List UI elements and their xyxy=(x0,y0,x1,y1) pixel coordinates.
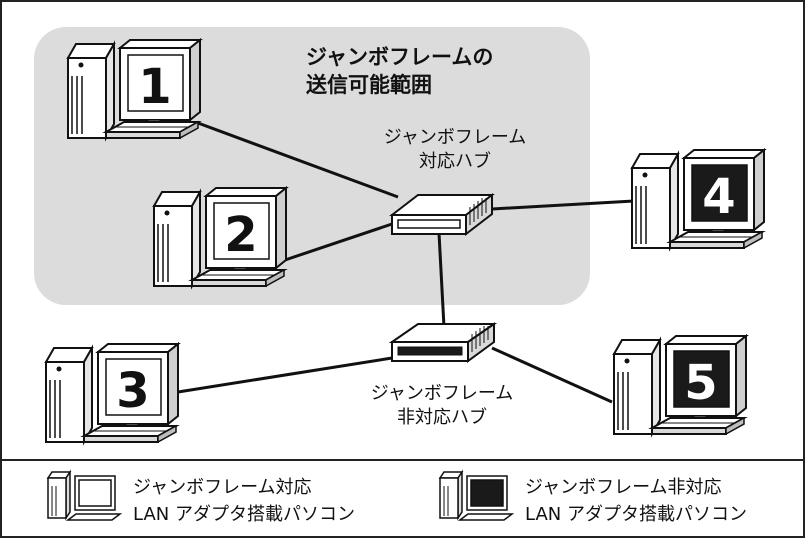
monitor-1: 1 xyxy=(117,37,203,129)
computer-number: 4 xyxy=(702,169,735,225)
jumbo-hub-label-line1: ジャンボフレーム xyxy=(384,127,527,148)
computer-4: 4 xyxy=(631,147,767,249)
computer-number: 2 xyxy=(224,207,257,263)
legend-supported-pc-icon xyxy=(46,469,123,521)
region-title-line1: ジャンボフレームの xyxy=(306,45,493,69)
legend-unsupported-pc-icon xyxy=(438,469,515,521)
legend-unsupported-line1: ジャンボフレーム非対応 xyxy=(525,477,722,498)
cable-hub2-pc3 xyxy=(177,356,393,394)
region-title-line2: 送信可能範囲 xyxy=(306,73,432,97)
non-jumbo-hub xyxy=(388,322,498,363)
computer-number: 5 xyxy=(684,355,717,411)
monitor-4: 4 xyxy=(681,147,767,239)
jumbo-hub-label-line2: 対応ハブ xyxy=(419,150,491,172)
monitor-2: 2 xyxy=(203,185,289,277)
legend-unsupported-line2: LAN アダプタ搭載パソコン xyxy=(525,504,747,525)
computer-5: 5 xyxy=(613,333,749,435)
monitor-5: 5 xyxy=(663,333,749,425)
legend-supported-line2: LAN アダプタ搭載パソコン xyxy=(133,504,355,525)
computer-3: 3 xyxy=(45,341,181,443)
cable-pc1-hub xyxy=(197,121,399,199)
computer-2: 2 xyxy=(153,185,289,287)
cable-hub-pc4 xyxy=(491,199,635,211)
computer-number: 3 xyxy=(116,363,149,419)
cable-pc2-hub xyxy=(284,220,399,262)
non-jumbo-hub-label-line2: 非対応ハブ xyxy=(397,406,487,428)
network-cables xyxy=(177,121,635,404)
cable-hub2-pc5 xyxy=(491,346,613,404)
non-jumbo-hub-label-line1: ジャンボフレーム xyxy=(371,383,514,404)
jumbo-hub xyxy=(389,192,495,237)
computer-1: 1 xyxy=(67,37,203,139)
legend-supported-line1: ジャンボフレーム対応 xyxy=(133,477,312,498)
cable-hub-hub xyxy=(437,232,446,328)
computer-number: 1 xyxy=(138,59,171,115)
legend: ジャンボフレーム対応 LAN アダプタ搭載パソコン ジャンボフレーム非対応 LA… xyxy=(46,469,747,525)
monitor-3: 3 xyxy=(95,341,181,433)
